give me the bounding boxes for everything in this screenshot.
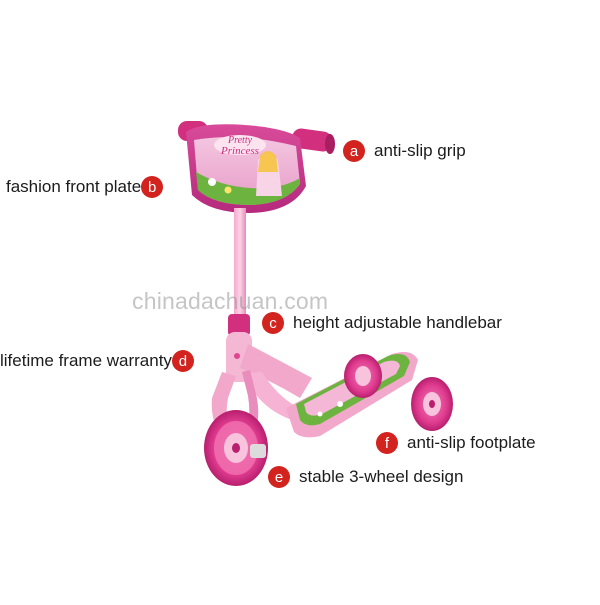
callout-label-d: lifetime frame warranty	[0, 351, 172, 370]
watermark-text: chinadachuan.com	[132, 288, 329, 314]
callout-badge-c: c	[262, 312, 284, 334]
rear-wheel-left	[344, 354, 382, 398]
callout-label-a: anti-slip grip	[374, 141, 466, 160]
callout-anti-slip-footplate: f anti-slip footplate	[376, 432, 536, 454]
callout-badge-f: f	[376, 432, 398, 454]
callout-lifetime-frame-warranty: lifetime frame warranty d	[0, 350, 194, 372]
callout-badge-e: e	[268, 466, 290, 488]
callout-fashion-front-plate: fashion front plate b	[6, 176, 164, 198]
steering-pole	[226, 208, 252, 382]
callout-label-c: height adjustable handlebar	[293, 313, 502, 332]
callout-label-f: anti-slip footplate	[407, 433, 536, 452]
rear-wheel-right	[411, 377, 453, 431]
callout-badge-b: b	[141, 176, 164, 198]
callout-badge-d: d	[171, 350, 194, 372]
callout-height-adjustable-handlebar: c height adjustable handlebar	[262, 312, 502, 334]
callout-label-b: fashion front plate	[6, 177, 142, 196]
callout-badge-a: a	[343, 140, 365, 162]
callout-anti-slip-grip: a anti-slip grip	[343, 140, 466, 162]
front-wheel	[204, 410, 268, 486]
front-plate-text-princess: Princess	[220, 145, 259, 157]
front-plate: Pretty Princess	[186, 124, 306, 213]
callout-label-e: stable 3-wheel design	[299, 467, 464, 486]
callout-stable-3-wheel-design: e stable 3-wheel design	[268, 466, 463, 488]
front-plate-text-pretty: Pretty	[227, 135, 253, 146]
